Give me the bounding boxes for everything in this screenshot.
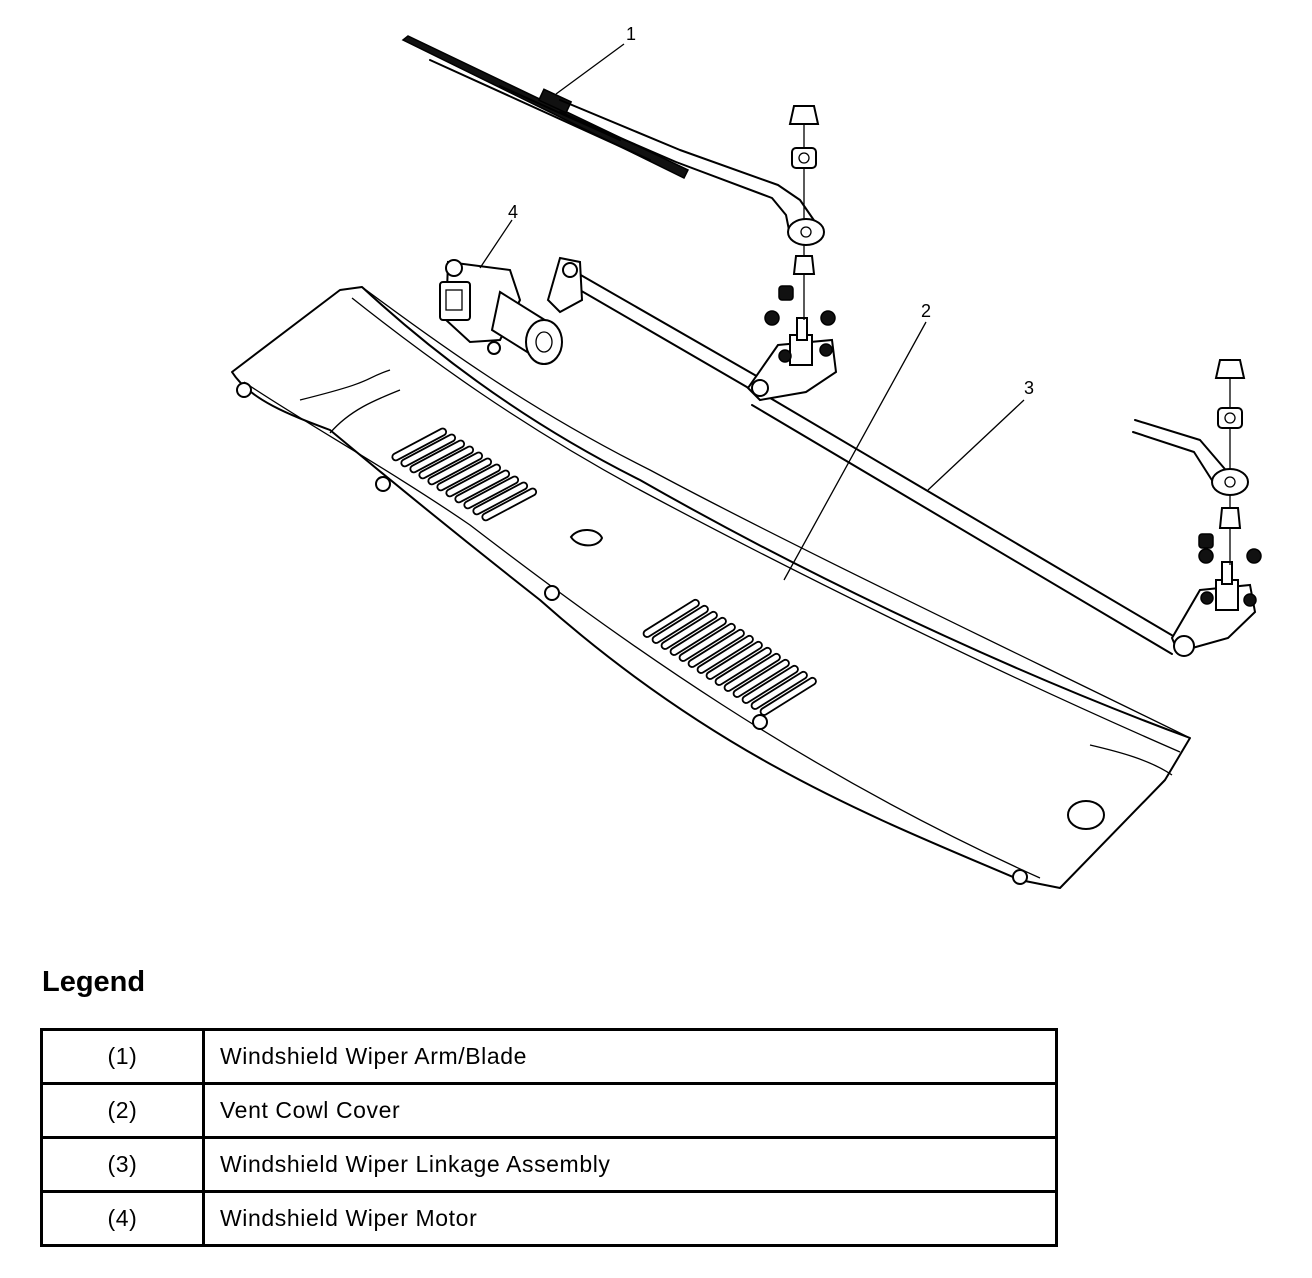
legend-title: Legend	[42, 966, 146, 998]
wiper-arm-blade	[401, 35, 1249, 496]
legend-number: (4)	[40, 1190, 205, 1247]
legend-number: (1)	[40, 1028, 205, 1085]
callout-4: 4	[479, 202, 518, 269]
callout-1: 1	[555, 24, 636, 95]
legend-number: (3)	[40, 1136, 205, 1193]
legend-table: (1) Windshield Wiper Arm/Blade (2) Vent …	[40, 1028, 1058, 1247]
left-pivot-hardware	[764, 105, 836, 326]
callout-number: 1	[626, 24, 636, 44]
vent-cowl-cover	[231, 286, 1191, 889]
wiper-linkage-assembly	[546, 256, 1257, 657]
legend-number: (2)	[40, 1082, 205, 1139]
legend-description: Vent Cowl Cover	[202, 1082, 1058, 1139]
wiper-system-diagram: 1 2 3 4	[231, 24, 1262, 889]
table-row: (1) Windshield Wiper Arm/Blade	[40, 1028, 1058, 1085]
table-row: (2) Vent Cowl Cover	[40, 1082, 1058, 1139]
callout-2: 2	[783, 301, 931, 581]
callout-number: 3	[1024, 378, 1034, 398]
table-row: (3) Windshield Wiper Linkage Assembly	[40, 1136, 1058, 1193]
callout-3: 3	[927, 378, 1034, 491]
callout-number: 4	[508, 202, 518, 222]
right-pivot-hardware	[1198, 359, 1262, 565]
legend-description: Windshield Wiper Arm/Blade	[202, 1028, 1058, 1085]
callout-number: 2	[921, 301, 931, 321]
legend-description: Windshield Wiper Linkage Assembly	[202, 1136, 1058, 1193]
table-row: (4) Windshield Wiper Motor	[40, 1190, 1058, 1247]
wiper-motor	[439, 259, 563, 365]
legend-description: Windshield Wiper Motor	[202, 1190, 1058, 1247]
